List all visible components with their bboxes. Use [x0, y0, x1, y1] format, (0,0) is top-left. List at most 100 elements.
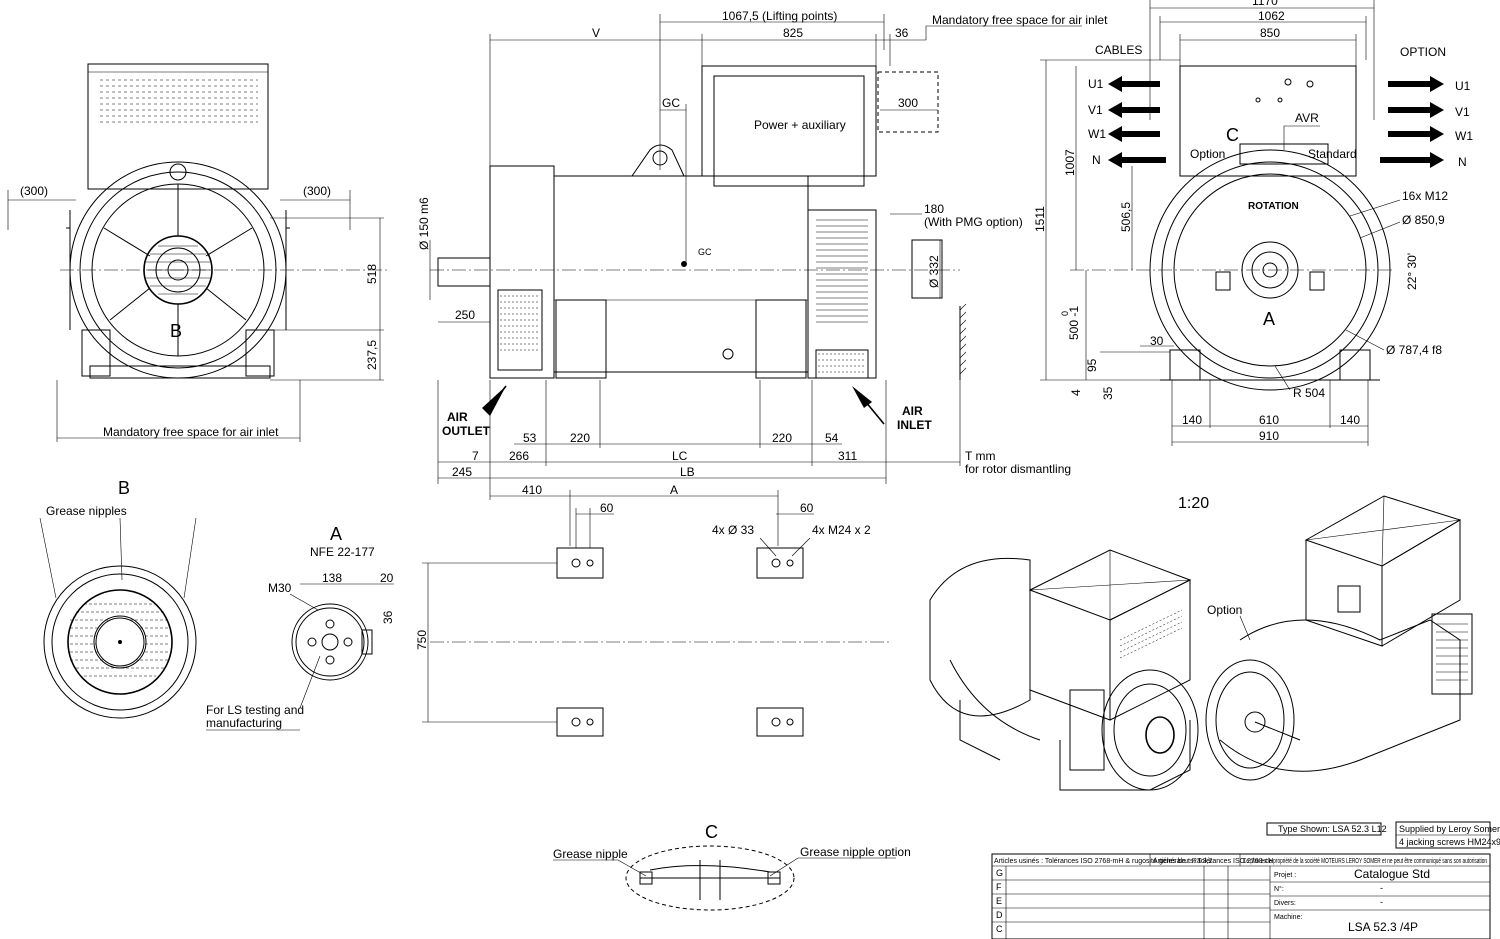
dim-410: 410 — [522, 483, 542, 497]
dim-36-detail: 36 — [381, 610, 395, 624]
projet-label: Projet : — [1274, 872, 1296, 879]
side-view: 1067,5 (Lifting points) V 825 36 Mandato… — [417, 9, 1108, 500]
dim-a: A — [670, 483, 678, 497]
divers-value: - — [1380, 897, 1383, 907]
detail-c-outline — [625, 845, 795, 911]
detail-b: B Grease nipples — [39, 478, 197, 719]
side-air-inlet-note: Mandatory free space for air inlet — [932, 13, 1108, 27]
front-vent-grille — [100, 79, 258, 123]
dim-140-right: 140 — [1340, 413, 1360, 427]
supplied-by-line-1: Supplied by Leroy Somer — [1399, 824, 1500, 834]
terminal-box-label: Power + auxiliary — [754, 118, 846, 132]
tolerance-machined-note: Articles usinés : Tolérances ISO 2768-mH… — [994, 858, 1213, 865]
dim-35: 35 — [1101, 386, 1115, 400]
dim-1170: 1170 — [1252, 0, 1278, 8]
dim-750: 750 — [415, 630, 429, 650]
number-label: N°: — [1274, 885, 1284, 893]
end-terminal-box — [1179, 65, 1357, 177]
air-outlet-label-1: AIR — [447, 410, 468, 424]
scale-label: 1:20 — [1178, 495, 1209, 512]
dim-lc: LC — [672, 449, 688, 463]
iso-views: 1:20 — [929, 495, 1473, 791]
ls-testing-note-1: For LS testing and — [206, 703, 304, 717]
dim-910: 910 — [1259, 429, 1279, 443]
phase-u1-right: U1 — [1455, 79, 1471, 93]
gc-point-label: GC — [698, 247, 712, 257]
front-lifting-eye — [169, 163, 187, 181]
cables-label: CABLES — [1095, 43, 1142, 57]
m30-label: M30 — [268, 581, 292, 595]
dim-7: 7 — [472, 449, 479, 463]
phase-w1-right: W1 — [1455, 129, 1473, 143]
dim-left-clearance: (300) — [20, 184, 48, 198]
foot-pad-nde-top — [756, 547, 804, 579]
dim-180: 180 — [924, 202, 944, 216]
dim-v: V — [592, 26, 600, 40]
ls-testing-note-2: manufacturing — [206, 716, 282, 730]
dim-4: 4 — [1069, 389, 1083, 396]
dim-220-left: 220 — [570, 431, 590, 445]
detail-c-title: C — [705, 822, 718, 842]
dim-gc: GC — [662, 96, 680, 110]
dim-332: Ø 332 — [927, 255, 941, 288]
radius-label: R 504 — [1293, 386, 1325, 400]
number-value: - — [1380, 883, 1383, 893]
detail-c: C Grease nipple Grease nipple option — [553, 822, 911, 911]
dim-506: 506,5 — [1119, 202, 1133, 232]
detail-a: A NFE 22-177 M30 138 20 36 For LS testin… — [206, 524, 395, 731]
pmg-option-note: (With PMG option) — [924, 215, 1023, 229]
dim-36: 36 — [895, 26, 909, 40]
avr-label: AVR — [1295, 111, 1319, 125]
dim-shaft-diameter: Ø 150 m6 — [417, 197, 431, 250]
dim-850: 850 — [1260, 26, 1280, 40]
dim-lb: LB — [680, 465, 695, 479]
option-connection-label: Option — [1190, 147, 1225, 161]
type-shown-box — [1266, 822, 1382, 836]
detail-a-title: A — [330, 524, 342, 544]
dim-250: 250 — [455, 308, 475, 322]
iso-view-rear: Option — [1205, 495, 1473, 781]
iso-option-label: Option — [1207, 603, 1242, 617]
grease-nipple-option-label: Grease nipple option — [800, 845, 911, 859]
foot-plan: 410 A 60 60 4x Ø 33 4x M24 x 2 750 — [415, 483, 890, 737]
bolts-label: 16x M12 — [1402, 189, 1448, 203]
phase-v1-left: V1 — [1088, 103, 1103, 117]
iso-view-front — [929, 549, 1199, 791]
dim-220-right: 220 — [772, 431, 792, 445]
dim-610: 610 — [1259, 413, 1279, 427]
dim-20: 20 — [380, 571, 394, 585]
phase-n-left: N — [1092, 153, 1101, 167]
phase-w1-left: W1 — [1088, 127, 1106, 141]
dim-t: T mm — [965, 449, 995, 463]
dia-850-label: Ø 850,9 — [1402, 213, 1445, 227]
type-shown-label: Type Shown: LSA 52.3 L12 — [1278, 824, 1387, 834]
dim-311: 311 — [838, 449, 857, 463]
rev-letter-g: G — [996, 868, 1003, 878]
phase-v1-right: V1 — [1455, 105, 1470, 119]
phase-n-right: N — [1458, 155, 1467, 169]
detail-c-marker: C — [1226, 125, 1239, 145]
detail-b-title: B — [118, 478, 130, 498]
side-main-frame — [553, 175, 809, 373]
supplied-by-line-2: 4 jacking screws HM24x90 — [1399, 837, 1500, 847]
foot-pad-nde-bottom — [756, 707, 804, 737]
detail-b-marker: B — [170, 321, 182, 341]
angle-label: 22° 30' — [1405, 253, 1419, 290]
foot-holes-label: 4x Ø 33 — [712, 523, 754, 537]
side-de-shield — [489, 165, 555, 379]
rev-letter-c: C — [996, 924, 1003, 934]
side-nde-shield — [807, 209, 877, 379]
shaft — [437, 257, 491, 287]
dim-138: 138 — [322, 571, 342, 585]
dim-500-tolerance: 0 — [1060, 311, 1070, 316]
front-air-inlet-note: Mandatory free space for air inlet — [103, 425, 279, 439]
air-outlet-label-2: OUTLET — [442, 424, 491, 438]
dim-95: 95 — [1085, 358, 1099, 372]
dim-500: 500 -1 — [1067, 306, 1081, 340]
detail-a-standard: NFE 22-177 — [310, 545, 375, 559]
rev-letter-d: D — [996, 910, 1003, 920]
end-view: 1170 1062 850 CABLES OPTION U1 V1 W1 N U… — [1033, 0, 1473, 446]
dim-245: 245 — [452, 465, 472, 479]
dim-1062: 1062 — [1258, 9, 1285, 23]
tolerance-raw-note: Articles bruts: Tolérances ISO 2768-cH — [1153, 858, 1273, 865]
